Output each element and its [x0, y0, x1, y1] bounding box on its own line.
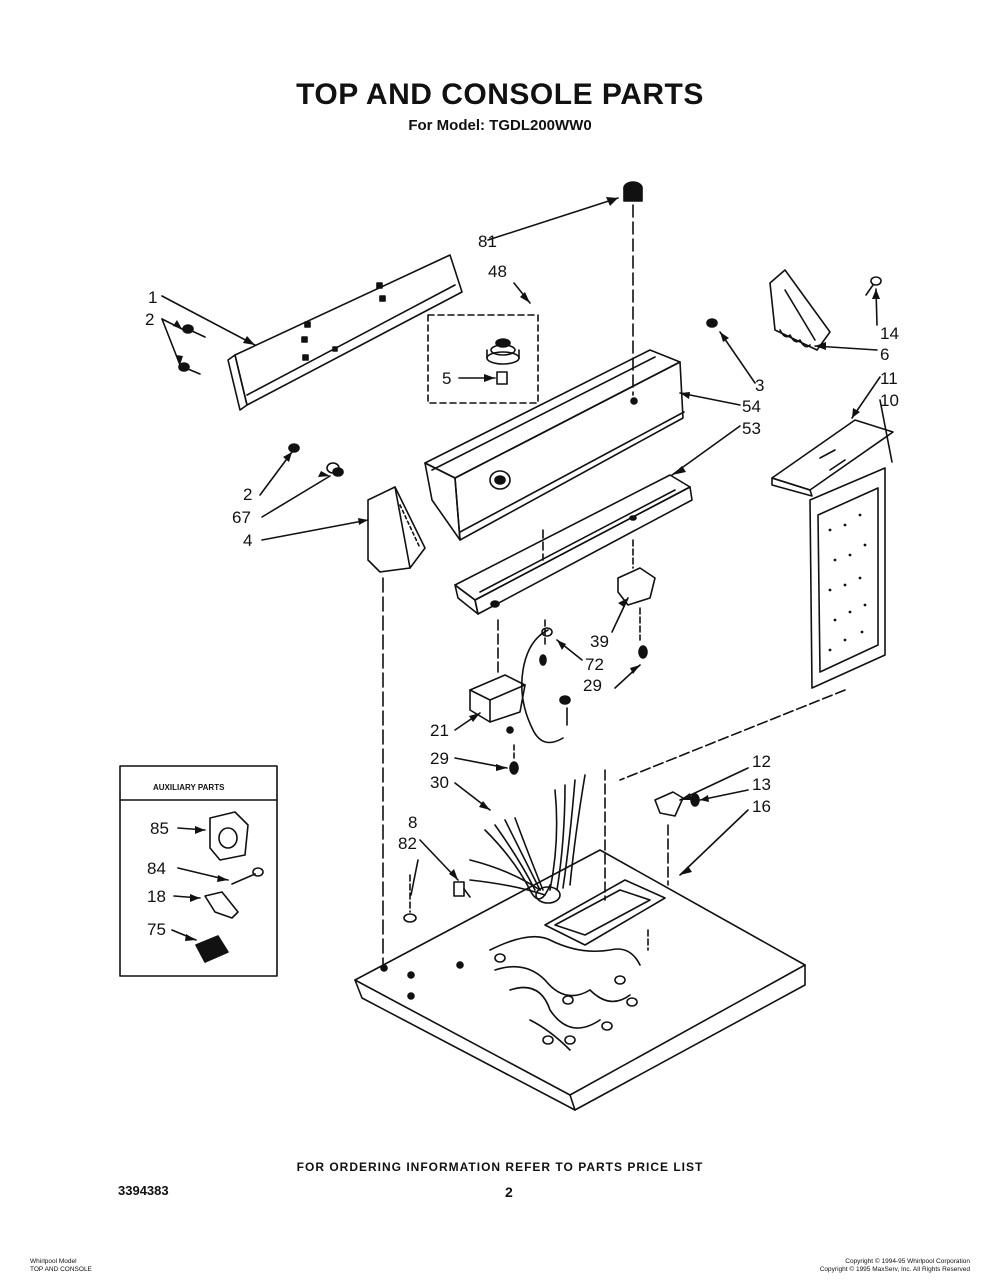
callout-2: 2 — [145, 310, 154, 329]
end-cap-part-4 — [288, 443, 426, 573]
callout-14: 14 — [880, 324, 899, 343]
clip-part-12 — [654, 791, 700, 817]
callout-75: 75 — [147, 920, 166, 939]
callout-1: 1 — [148, 288, 157, 307]
callout-8: 8 — [408, 813, 417, 832]
footer-right: Copyright © 1994-95 Whirlpool Corporatio… — [820, 1258, 970, 1274]
callout-labels: 81 48 1 2 5 3 54 53 14 6 11 10 2 67 4 39… — [145, 232, 899, 939]
callout-85: 85 — [150, 819, 169, 838]
auxiliary-parts-title: AUXILIARY PARTS — [153, 783, 225, 792]
timer-part-21 — [469, 619, 526, 734]
auxiliary-parts-box — [119, 765, 278, 977]
callout-4: 4 — [243, 531, 252, 550]
callout-29-lower: 29 — [430, 749, 449, 768]
callout-81: 81 — [478, 232, 497, 251]
callout-11: 11 — [880, 369, 898, 388]
callout-12: 12 — [752, 752, 771, 771]
callout-3: 3 — [755, 376, 764, 395]
document-number: 3394383 — [118, 1183, 169, 1198]
lint-cover-part-11 — [771, 419, 894, 497]
knob-part-81 — [623, 181, 643, 396]
callout-84: 84 — [147, 859, 166, 878]
callout-30: 30 — [430, 773, 449, 792]
footer-left: Whirlpool Model TOP AND CONSOLE — [30, 1258, 92, 1274]
callout-82: 82 — [398, 834, 417, 853]
callout-10: 10 — [880, 391, 899, 410]
callout-21: 21 — [430, 721, 449, 740]
wire-harness-part-30 — [469, 774, 641, 1051]
leader-lines — [161, 197, 893, 896]
model-subtitle: For Model: TGDL200WW0 — [408, 117, 592, 134]
grommet-part-82 — [403, 874, 417, 923]
footer-left-line2: TOP AND CONSOLE — [30, 1266, 92, 1273]
callout-29: 29 — [583, 676, 602, 695]
callout-2-lower: 2 — [243, 485, 252, 504]
top-panel-part-16 — [354, 689, 846, 1111]
footer-right-line2: Copyright © 1995 MaxServ, Inc. All Right… — [819, 1266, 970, 1273]
page-number: 2 — [505, 1184, 513, 1200]
callout-18: 18 — [147, 887, 166, 906]
footer-right-line1: Copyright © 1994-95 Whirlpool Corporatio… — [845, 1258, 970, 1265]
screw-part-2-upper — [178, 324, 206, 375]
callout-13: 13 — [752, 775, 771, 794]
timer-knob-group — [427, 314, 539, 404]
callout-48: 48 — [488, 262, 507, 281]
wire-part-72 — [520, 619, 571, 744]
page-title: TOP AND CONSOLE PARTS — [296, 78, 704, 111]
channel-bracket-part — [454, 474, 693, 615]
terminal-part-8 — [453, 881, 471, 898]
callout-5: 5 — [442, 369, 451, 388]
ordering-note: FOR ORDERING INFORMATION REFER TO PARTS … — [296, 1160, 704, 1174]
switch-part-39 — [617, 539, 656, 659]
callout-6: 6 — [880, 345, 889, 364]
footer-left-line1: Whirlpool Model — [30, 1258, 77, 1265]
callout-53: 53 — [742, 419, 761, 438]
callout-67: 67 — [232, 508, 251, 527]
end-cap-part-6 — [706, 269, 882, 351]
callout-16: 16 — [752, 797, 771, 816]
callout-39: 39 — [590, 632, 609, 651]
callout-54: 54 — [742, 397, 761, 416]
callout-72: 72 — [585, 655, 604, 674]
lint-screen-part-10 — [809, 467, 886, 689]
rear-bracket-part — [227, 254, 463, 411]
console-panel-part — [424, 349, 685, 541]
